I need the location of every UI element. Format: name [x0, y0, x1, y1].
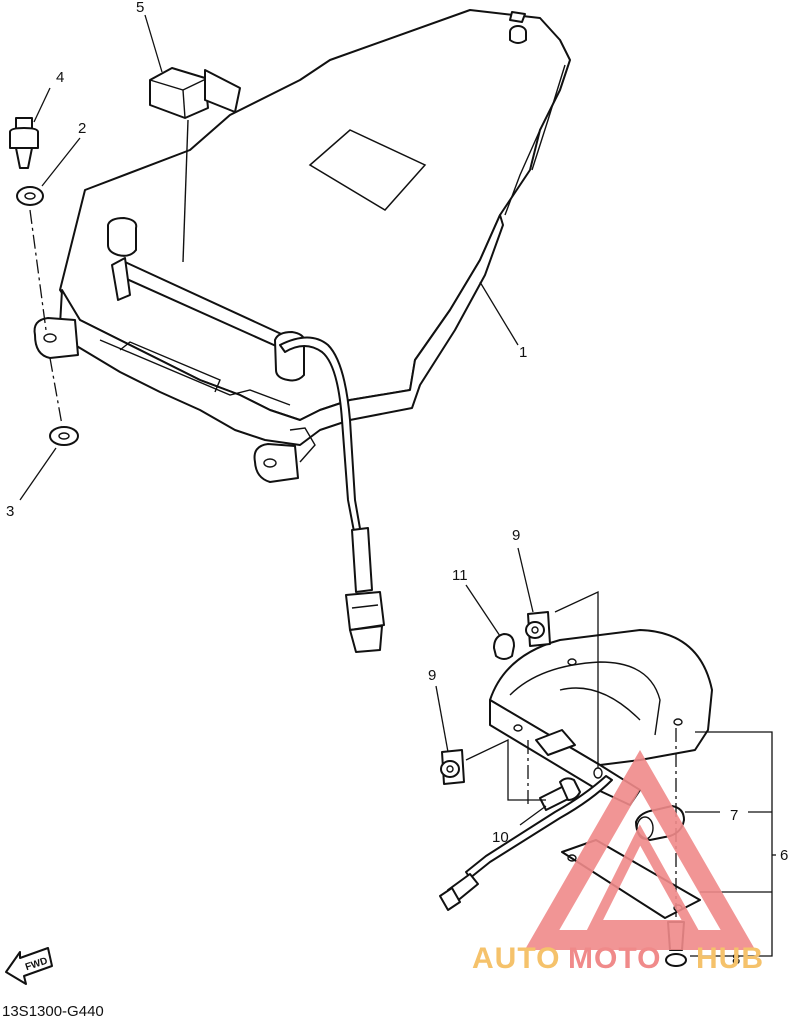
bolt-4	[9, 117, 39, 169]
callout-3: 3	[6, 503, 14, 520]
washer-3	[49, 426, 79, 446]
washer-axis-line	[49, 357, 63, 426]
rubber-cap-11	[493, 633, 515, 660]
watermark-text: AUTO MOTO HUB	[472, 942, 764, 975]
callout-1-leader	[479, 281, 519, 346]
callout-6: 6	[780, 847, 788, 864]
diagram-code: 13S1300-G440	[2, 1003, 104, 1020]
callout-10: 10	[492, 829, 509, 846]
callout-4: 4	[56, 69, 64, 86]
nut-9-upper	[525, 611, 551, 647]
callout-4-leader	[33, 87, 51, 123]
watermark-text-hub: HUB	[696, 942, 764, 975]
callout-11: 11	[452, 567, 468, 584]
kit-bracket	[690, 731, 773, 957]
connector-plug	[149, 67, 241, 263]
callout-9a-leader	[517, 547, 534, 613]
callout-5: 5	[136, 0, 144, 16]
nut-9-lower	[440, 749, 465, 785]
callout-9-lower: 9	[428, 667, 436, 684]
nut-lower-bracket	[465, 738, 546, 801]
callout-3-leader	[19, 447, 57, 501]
callout-2-leader	[41, 137, 81, 187]
watermark-text-moto: MOTO	[568, 942, 661, 975]
callout-9-upper: 9	[512, 527, 520, 544]
callout-11-leader	[465, 584, 501, 637]
bolt-axis-line	[29, 209, 47, 331]
callout-8: 8	[732, 951, 740, 968]
callout-2: 2	[78, 120, 86, 137]
fwd-direction-arrow: FWD	[5, 947, 53, 985]
callout-1: 1	[519, 344, 527, 361]
fender-tray	[33, 9, 571, 653]
callout-9b-leader	[435, 685, 449, 753]
callout-7: 7	[730, 807, 738, 824]
callout-10-leader	[519, 805, 547, 826]
callout-5-leader	[144, 14, 163, 73]
watermark-text-auto: AUTO	[472, 942, 560, 975]
license-light-assembly	[439, 629, 713, 967]
washer-2	[16, 186, 44, 206]
watermark-logo	[524, 749, 756, 950]
nut-upper-bracket	[554, 590, 599, 768]
